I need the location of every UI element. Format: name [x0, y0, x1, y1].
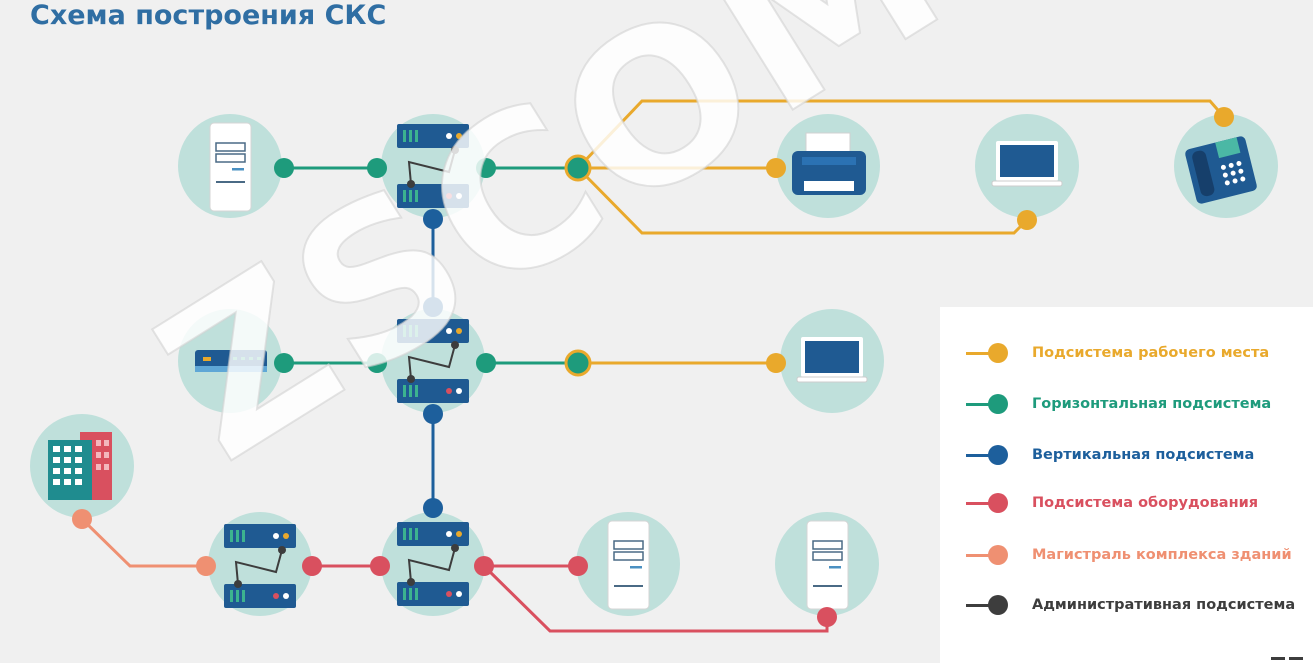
- legend-item-workplace: Подсистема рабочего места: [966, 341, 1269, 365]
- building-icon: [48, 432, 112, 500]
- legend: Подсистема рабочего места Горизонтальная…: [940, 307, 1313, 663]
- server-icon: [607, 520, 650, 610]
- legend-item-vertical: Вертикальная подсистема: [966, 443, 1254, 467]
- dot-horizontal: [367, 158, 387, 178]
- laptop-icon: [991, 141, 1063, 187]
- dot-campus: [196, 556, 216, 576]
- campus-link: [80, 517, 206, 568]
- corner-mark: [1271, 657, 1303, 660]
- dot-equipment: [568, 556, 588, 576]
- patch-panel-icon: [224, 524, 296, 608]
- dot-campus: [72, 509, 92, 529]
- dot-equipment: [302, 556, 322, 576]
- dot-horizontal: [476, 353, 496, 373]
- legend-dot: [988, 343, 1008, 363]
- legend-line: [966, 501, 990, 505]
- laptop-icon: [796, 337, 868, 383]
- dot-workplace: [766, 158, 786, 178]
- legend-item-admin: Административная подсистема: [966, 593, 1295, 617]
- legend-dot: [988, 394, 1008, 414]
- legend-label: Магистраль комплекса зданий: [1032, 547, 1292, 563]
- legend-label: Вертикальная подсистема: [1032, 447, 1255, 463]
- legend-label: Административная подсистема: [1032, 597, 1296, 613]
- legend-line: [966, 402, 990, 406]
- dot-vertical: [423, 297, 443, 317]
- dot-equipment: [370, 556, 390, 576]
- legend-label: Горизонтальная подсистема: [1032, 396, 1272, 412]
- legend-line: [966, 553, 990, 557]
- legend-line: [966, 351, 990, 355]
- dot-vertical: [423, 404, 443, 424]
- patch-panel-icon: [397, 124, 469, 208]
- dot-horizontal: [274, 353, 294, 373]
- dot-horizontal: [367, 353, 387, 373]
- dot-junction: [564, 349, 592, 377]
- connector-dots: [72, 107, 1234, 627]
- legend-label: Подсистема оборудования: [1032, 495, 1259, 511]
- dot-equipment: [817, 607, 837, 627]
- dot-junction: [564, 154, 592, 182]
- dot-horizontal: [476, 158, 496, 178]
- workplace-link-phone: [576, 99, 1226, 170]
- modem-icon: [195, 350, 267, 372]
- patch-panel-icon: [397, 319, 469, 403]
- legend-item-campus: Магистраль комплекса зданий: [966, 543, 1292, 567]
- dot-workplace: [1214, 107, 1234, 127]
- phone-icon: [1185, 136, 1257, 204]
- legend-item-horizontal: Горизонтальная подсистема: [966, 392, 1271, 416]
- dot-workplace: [766, 353, 786, 373]
- legend-dot: [988, 493, 1008, 513]
- patch-panel-icon: [397, 522, 469, 606]
- legend-dot: [988, 545, 1008, 565]
- dot-vertical: [423, 498, 443, 518]
- device-icons: [48, 122, 1257, 610]
- legend-dot: [988, 595, 1008, 615]
- legend-line: [966, 453, 990, 457]
- dot-equipment: [474, 556, 494, 576]
- printer-icon: [792, 132, 866, 195]
- legend-item-equipment: Подсистема оборудования: [966, 491, 1258, 515]
- dot-workplace: [1017, 210, 1037, 230]
- legend-dot: [988, 445, 1008, 465]
- server-icon: [209, 122, 252, 212]
- dot-vertical: [423, 209, 443, 229]
- legend-label: Подсистема рабочего места: [1032, 345, 1270, 361]
- dot-horizontal: [274, 158, 294, 178]
- page-title: Схема построения СКС: [30, 0, 387, 31]
- legend-line: [966, 603, 990, 607]
- server-icon: [806, 520, 849, 610]
